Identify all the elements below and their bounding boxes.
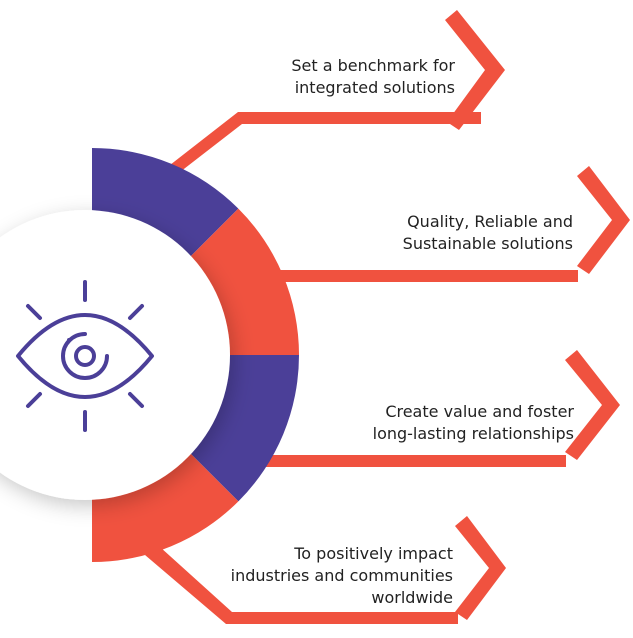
banner-4 xyxy=(145,516,506,624)
item-2-line-2: Sustainable solutions xyxy=(402,234,573,253)
banner-2 xyxy=(263,166,630,282)
banner-3-chevron xyxy=(565,350,620,460)
item-1-line-1: Set a benchmark for xyxy=(291,56,455,75)
item-4-line-3: worldwide xyxy=(371,588,453,607)
banner-1 xyxy=(170,10,505,172)
item-1-label: Set a benchmark for integrated solutions xyxy=(291,55,455,99)
item-3-line-1: Create value and foster xyxy=(385,402,574,421)
banner-1-connector xyxy=(170,112,481,172)
item-3-label: Create value and foster long-lasting rel… xyxy=(373,401,574,445)
item-2-label: Quality, Reliable and Sustainable soluti… xyxy=(403,211,573,255)
item-2-line-1: Quality, Reliable and xyxy=(407,212,573,231)
banner-4-chevron xyxy=(455,516,506,620)
item-4-line-1: To positively impact xyxy=(294,544,453,563)
item-1-line-2: integrated solutions xyxy=(294,78,455,97)
banner-2-chevron xyxy=(577,166,630,274)
banner-2-connector xyxy=(263,270,578,282)
banner-3 xyxy=(263,350,620,467)
banner-3-connector xyxy=(263,455,566,467)
banner-4-connector xyxy=(145,547,458,624)
item-3-line-2: long-lasting relationships xyxy=(372,424,574,443)
item-4-label: To positively impact industries and comm… xyxy=(231,543,453,609)
item-4-line-2: industries and communities xyxy=(230,566,453,585)
eye-icon xyxy=(16,280,154,432)
center-circle xyxy=(0,210,230,500)
